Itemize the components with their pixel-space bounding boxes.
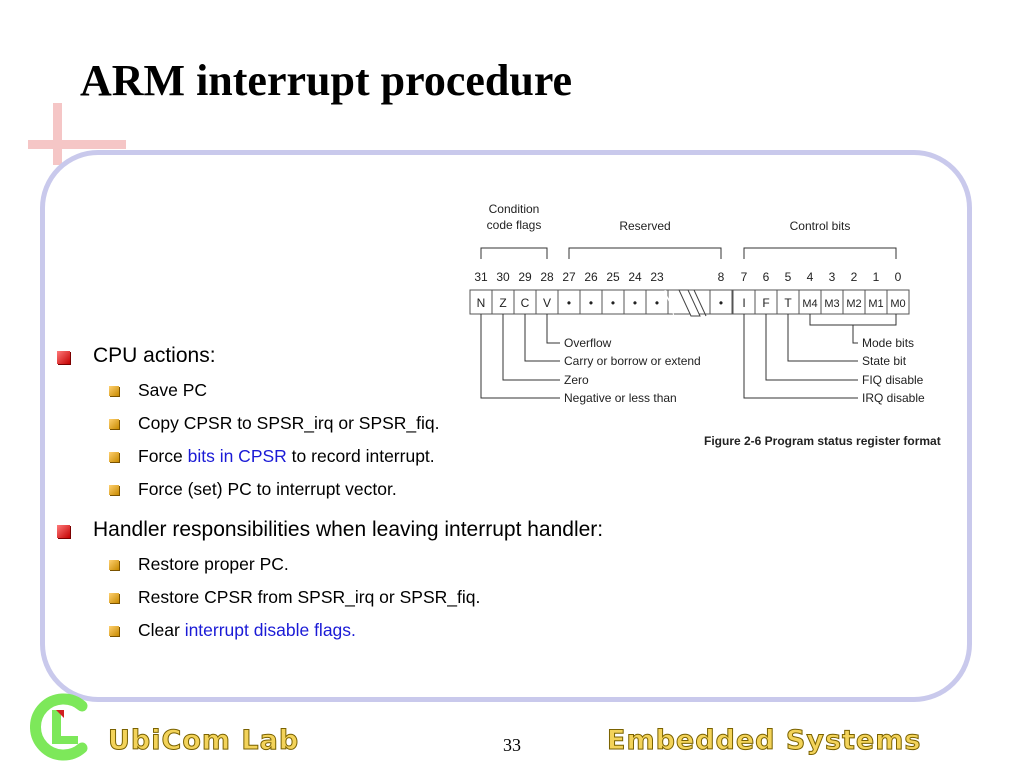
bit-number-0: 0 (895, 270, 902, 284)
label-control-bits: Control bits (790, 219, 851, 233)
bit-number-2: 2 (851, 270, 858, 284)
bullet-cpu-actions: CPU actions: (93, 344, 216, 367)
register-cell-label: I (742, 296, 745, 310)
bit-number-31: 31 (474, 270, 488, 284)
sub-bullet-item: Clear interrupt disable flags. (138, 620, 356, 641)
flag-description: Negative or less than (564, 391, 677, 405)
bit-number-29: 29 (518, 270, 532, 284)
cross-decoration-icon (28, 140, 126, 149)
bit-number-28: 28 (540, 270, 554, 284)
label-condition-flags-2: code flags (487, 218, 542, 232)
register-cell-label: N (477, 296, 486, 310)
register-cell-label: M1 (868, 298, 883, 310)
register-cell (645, 289, 669, 315)
register-cell-label: V (543, 296, 551, 310)
sub-bullet-item: Restore proper PC. (138, 554, 289, 574)
bit-number-3: 3 (829, 270, 836, 284)
bit-number-6: 6 (763, 270, 770, 284)
control-bit-description: Mode bits (862, 336, 914, 350)
orange-square-bullet-icon (109, 626, 119, 636)
label-reserved: Reserved (619, 219, 670, 233)
register-cell-label: • (655, 296, 659, 310)
register-cell-label: F (762, 296, 769, 310)
register-cell-label: C (521, 296, 530, 310)
highlight-text: interrupt disable flags. (184, 620, 356, 640)
bit-number-23: 23 (650, 270, 664, 284)
sub-bullet-item: Save PC (138, 380, 208, 400)
sub-bullet-item: Restore CPSR from SPSR_irq or SPSR_fiq. (138, 587, 481, 607)
red-square-bullet-icon (57, 525, 70, 538)
bullet-handler: Handler responsibilities when leaving in… (93, 518, 604, 541)
bit-number-7: 7 (741, 270, 748, 284)
item-text: Clear (138, 620, 185, 640)
ubicom-logo-icon (30, 693, 88, 761)
sub-bullet-item: Force (set) PC to interrupt vector. (138, 479, 397, 499)
register-cell-label: M4 (802, 298, 817, 310)
orange-square-bullet-icon (109, 419, 119, 429)
control-bit-description: State bit (862, 354, 907, 368)
sub-bullet-item: Copy CPSR to SPSR_irq or SPSR_fiq. (138, 413, 440, 433)
register-cell-label: • (633, 296, 637, 310)
register-cell (886, 289, 910, 315)
register-cell-label: T (784, 296, 792, 310)
bit-number-5: 5 (785, 270, 792, 284)
flag-description: Overflow (564, 336, 612, 350)
register-cell-label: Z (499, 296, 506, 310)
control-bit-description: FIQ disable (862, 373, 924, 387)
register-cell-label: • (719, 296, 723, 310)
bit-number-1: 1 (873, 270, 880, 284)
highlight-text: bits in CPSR (187, 446, 287, 466)
page-number: 33 (503, 735, 521, 755)
label-condition-flags-1: Condition (489, 202, 540, 216)
bit-number-25: 25 (606, 270, 620, 284)
bit-number-4: 4 (807, 270, 814, 284)
register-cell-label: • (567, 296, 571, 310)
orange-square-bullet-icon (109, 485, 119, 495)
register-break-border (668, 289, 710, 315)
item-text: Force (138, 446, 188, 466)
red-square-bullet-icon (57, 351, 70, 364)
bit-number-26: 26 (584, 270, 598, 284)
psr-figure: Condition code flags Reserved Control bi… (469, 202, 941, 448)
control-bit-description: IRQ disable (862, 391, 925, 405)
flag-description: Carry or borrow or extend (564, 354, 701, 368)
orange-square-bullet-icon (109, 593, 119, 603)
footer-lab-name: UbiCom Lab (107, 725, 300, 757)
content-frame (40, 150, 972, 702)
item-text: to record interrupt. (286, 446, 435, 466)
orange-square-bullet-icon (109, 386, 119, 396)
register-cell-label: • (589, 296, 593, 310)
register-cell-label: M0 (890, 298, 905, 310)
cross-decoration-icon (53, 103, 62, 165)
footer-course-name: Embedded Systems (606, 725, 922, 757)
register-cell-label: • (611, 296, 615, 310)
orange-square-bullet-icon (109, 452, 119, 462)
register-cell (709, 289, 733, 315)
bit-number-27: 27 (562, 270, 576, 284)
register-cell-label: M3 (824, 298, 839, 310)
bit-number-8: 8 (718, 270, 725, 284)
orange-square-bullet-icon (109, 560, 119, 570)
sub-bullet-item: Force bits in CPSR to record interrupt. (138, 446, 435, 467)
flag-description: Zero (564, 373, 589, 387)
bit-number-24: 24 (628, 270, 642, 284)
bit-number-30: 30 (496, 270, 510, 284)
slide-title: ARM interrupt procedure (80, 56, 573, 105)
figure-caption: Figure 2-6 Program status register forma… (704, 434, 941, 448)
register-cell-label: M2 (846, 298, 861, 310)
